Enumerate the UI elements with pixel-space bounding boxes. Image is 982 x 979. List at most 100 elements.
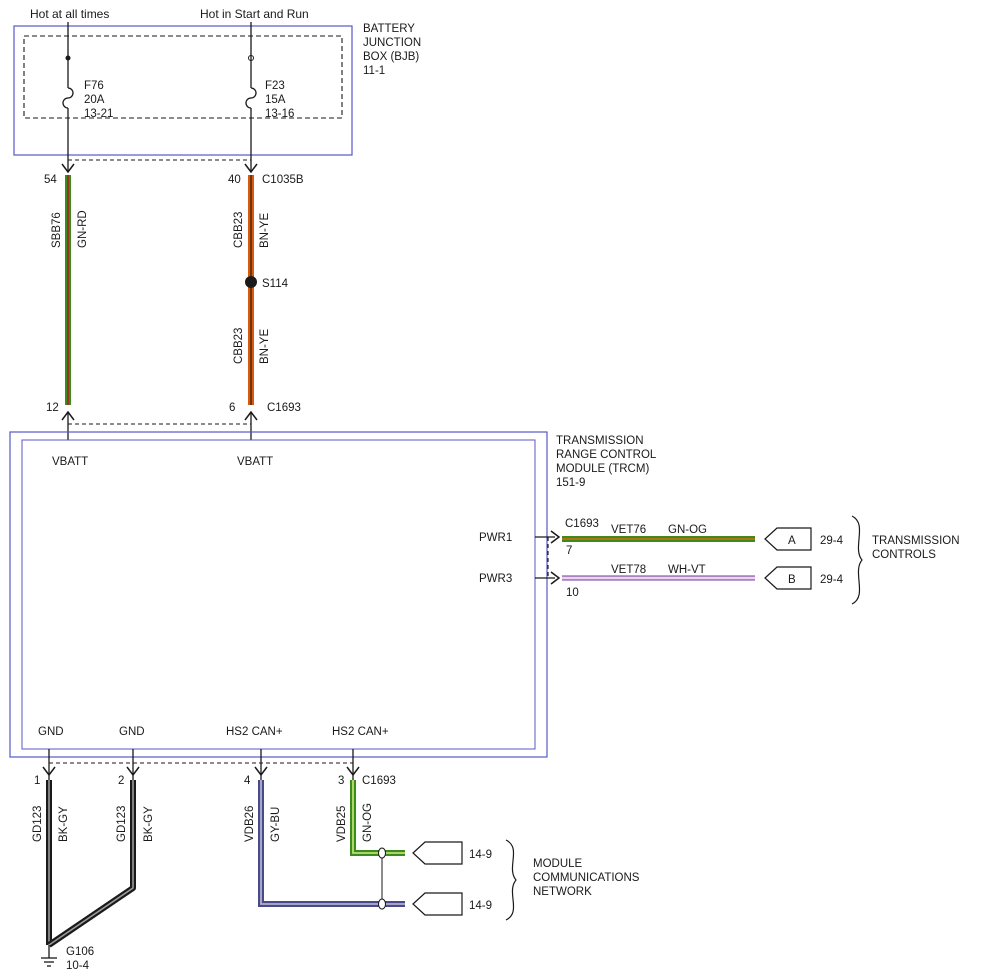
bjb-inner-dashed bbox=[23, 35, 343, 119]
wire-vdb26 bbox=[258, 780, 405, 907]
trcm-pin-vbatt-2: VBATT bbox=[237, 456, 273, 468]
svg-text:MODULE: MODULE bbox=[533, 858, 583, 870]
group-label-transmission-controls: TRANSMISSION CONTROLS bbox=[872, 535, 960, 561]
ground-g106-name: G106 bbox=[66, 946, 94, 958]
trcm-pin-pwr1: PWR1 bbox=[479, 532, 512, 544]
flag-can-1-ref: 14-9 bbox=[469, 849, 492, 861]
bjb-outline bbox=[13, 25, 353, 156]
fuse-f76-icon bbox=[62, 87, 74, 109]
pin-2-chevron-icon bbox=[126, 766, 140, 777]
connector-c1693-bottom: C1693 bbox=[362, 775, 396, 787]
wire-vet76-circuit: VET76 bbox=[611, 524, 646, 536]
connector-c1035b: C1035B bbox=[262, 174, 304, 186]
pin-2: 2 bbox=[118, 775, 124, 787]
splice-s114-dot bbox=[245, 276, 257, 288]
wire-gd123-a-circuit: GD123 bbox=[32, 806, 44, 842]
wire-cbb23-lower-circuit: CBB23 bbox=[233, 328, 245, 364]
pin-10-chevron-icon bbox=[550, 571, 561, 585]
pin-7: 7 bbox=[566, 545, 572, 557]
pin-3: 3 bbox=[338, 775, 344, 787]
svg-text:COMMUNICATIONS: COMMUNICATIONS bbox=[533, 872, 640, 884]
pin-12: 12 bbox=[46, 402, 59, 414]
wire-vdb25-circuit: VDB25 bbox=[336, 806, 348, 842]
svg-text:CONTROLS: CONTROLS bbox=[872, 549, 936, 561]
flag-b-ref: 29-4 bbox=[820, 574, 844, 586]
trcm-pin-pwr3: PWR3 bbox=[479, 573, 512, 585]
svg-text:BATTERY: BATTERY bbox=[363, 23, 415, 35]
trcm-pin-gnd-2: GND bbox=[119, 726, 145, 738]
flag-a-letter: A bbox=[788, 535, 796, 547]
bus-dot-f76 bbox=[65, 55, 71, 61]
trcm-pin-hs2-can-1: HS2 CAN+ bbox=[226, 726, 283, 738]
wire-cbb23-upper-color: BN-YE bbox=[259, 213, 271, 248]
wire-vet78-circuit: VET78 bbox=[611, 564, 646, 576]
svg-text:13-21: 13-21 bbox=[84, 108, 113, 120]
connector-c1693-right: C1693 bbox=[565, 518, 599, 530]
wire-cbb23-upper-circuit: CBB23 bbox=[233, 212, 245, 248]
twisted-pair-icon bbox=[378, 847, 386, 910]
label-hot-in-start-and-run: Hot in Start and Run bbox=[200, 7, 309, 21]
svg-text:15A: 15A bbox=[265, 94, 286, 106]
trcm-title: TRANSMISSION RANGE CONTROL MODULE (TRCM)… bbox=[556, 435, 657, 489]
svg-text:TRANSMISSION: TRANSMISSION bbox=[556, 435, 644, 447]
pin-3-chevron-icon bbox=[346, 766, 360, 777]
wire-gd123-b-circuit: GD123 bbox=[116, 806, 128, 842]
wire-vet76-color: GN-OG bbox=[668, 524, 707, 536]
wire-sbb76-circuit: SBB76 bbox=[51, 212, 63, 248]
fuse-f23-icon bbox=[245, 87, 257, 109]
svg-text:JUNCTION: JUNCTION bbox=[363, 37, 421, 49]
splice-s114-label: S114 bbox=[262, 278, 289, 290]
trcm-outline-inner bbox=[21, 439, 536, 750]
trcm-pin-hs2-can-2: HS2 CAN+ bbox=[332, 726, 389, 738]
svg-text:11-1: 11-1 bbox=[363, 65, 385, 77]
pin-40: 40 bbox=[228, 174, 241, 186]
svg-text:TRANSMISSION: TRANSMISSION bbox=[872, 535, 960, 547]
wire-sbb76-color: GN-RD bbox=[77, 210, 89, 248]
wire-vdb26-color: GY-BU bbox=[270, 807, 282, 842]
svg-text:F23: F23 bbox=[265, 80, 285, 92]
wire-vet78-color: WH-VT bbox=[668, 564, 706, 576]
group-label-module-communications-network: MODULE COMMUNICATIONS NETWORK bbox=[533, 858, 640, 898]
fuse-f76-label: F76 20A 13-21 bbox=[84, 80, 113, 120]
pin-54-chevron-icon bbox=[61, 163, 75, 174]
pin-6: 6 bbox=[229, 402, 235, 414]
svg-text:13-16: 13-16 bbox=[265, 108, 294, 120]
connector-c1693-top: C1693 bbox=[267, 402, 301, 414]
svg-text:20A: 20A bbox=[84, 94, 105, 106]
pin-40-chevron-icon bbox=[244, 163, 258, 174]
flag-a[interactable]: A bbox=[764, 527, 812, 551]
pin-1-chevron-icon bbox=[42, 766, 56, 777]
fuse-f23-label: F23 15A 13-16 bbox=[265, 80, 294, 120]
pin-54: 54 bbox=[44, 174, 57, 186]
pin-1: 1 bbox=[34, 775, 40, 787]
flag-a-ref: 29-4 bbox=[820, 535, 844, 547]
ground-g106-icon bbox=[41, 945, 57, 967]
brace-mcn-icon bbox=[505, 839, 517, 921]
flag-b-letter: B bbox=[788, 574, 796, 586]
flag-b[interactable]: B bbox=[764, 566, 812, 590]
pin-4: 4 bbox=[244, 775, 251, 787]
flag-can-2-ref: 14-9 bbox=[469, 900, 492, 912]
wire-vdb25-color: GN-OG bbox=[362, 803, 374, 842]
trcm-outline-outer bbox=[9, 431, 548, 758]
trcm-pin-vbatt-1: VBATT bbox=[52, 456, 88, 468]
flag-can-1[interactable] bbox=[412, 841, 463, 865]
wire-cbb23-lower-color: BN-YE bbox=[259, 329, 271, 364]
svg-text:BOX (BJB): BOX (BJB) bbox=[363, 51, 419, 63]
bus-ring-f23 bbox=[248, 55, 254, 61]
pin-7-chevron-icon bbox=[550, 530, 561, 544]
brace-transmission-icon bbox=[851, 515, 863, 605]
bjb-title: BATTERY JUNCTION BOX (BJB) 11-1 bbox=[363, 23, 421, 77]
pin-10: 10 bbox=[566, 587, 579, 599]
wire-gd123-b bbox=[47, 780, 136, 948]
svg-text:151-9: 151-9 bbox=[556, 477, 585, 489]
flag-can-2[interactable] bbox=[412, 892, 463, 916]
label-hot-at-all-times: Hot at all times bbox=[30, 7, 109, 21]
svg-text:NETWORK: NETWORK bbox=[533, 886, 592, 898]
pin-4-chevron-icon bbox=[254, 766, 268, 777]
trcm-pin-gnd-1: GND bbox=[38, 726, 64, 738]
wire-gd123-b-color: BK-GY bbox=[143, 806, 155, 842]
wire-vdb26-circuit: VDB26 bbox=[244, 806, 256, 842]
wire-vdb25 bbox=[350, 780, 405, 856]
